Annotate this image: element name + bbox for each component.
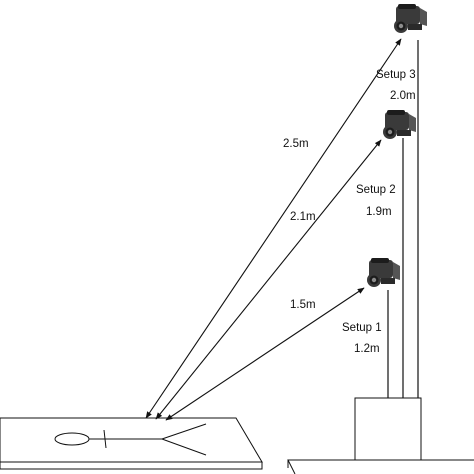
distance-arrow-1	[165, 287, 365, 421]
setup1-height: 1.2m	[354, 343, 380, 355]
stick-figure-icon	[54, 423, 207, 456]
distance-arrow-2	[155, 139, 382, 420]
setup3-height: 2.0m	[390, 90, 416, 102]
distance2-label: 2.1m	[290, 211, 316, 223]
setup1-label: Setup 1	[342, 322, 382, 334]
mount-base	[287, 397, 474, 474]
distance-arrow-3	[145, 38, 402, 419]
floor-mat	[0, 417, 263, 470]
distance3-label: 2.5m	[283, 138, 309, 150]
camera-icon	[367, 258, 400, 287]
setup2-height: 1.9m	[366, 206, 392, 218]
camera-icon	[383, 110, 416, 139]
setup3-label: Setup 3	[376, 69, 416, 81]
distance1-label: 1.5m	[290, 299, 316, 311]
camera-icon	[394, 4, 427, 33]
setup2-label: Setup 2	[356, 184, 396, 196]
distance-arrows	[145, 38, 402, 421]
